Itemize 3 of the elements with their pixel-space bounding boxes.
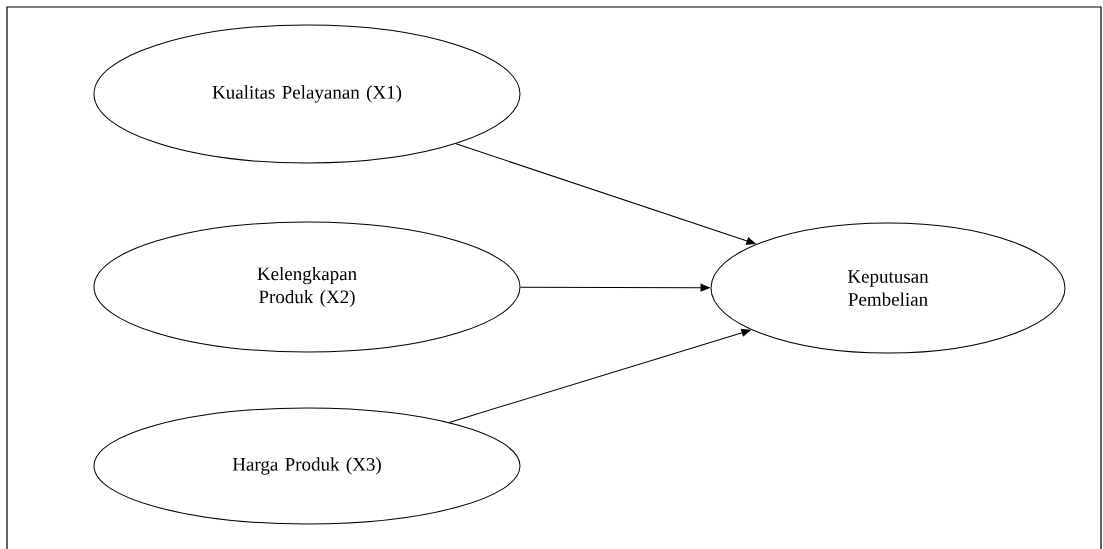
arrow (520, 283, 710, 292)
arrow (455, 143, 756, 245)
arrow (448, 328, 751, 423)
